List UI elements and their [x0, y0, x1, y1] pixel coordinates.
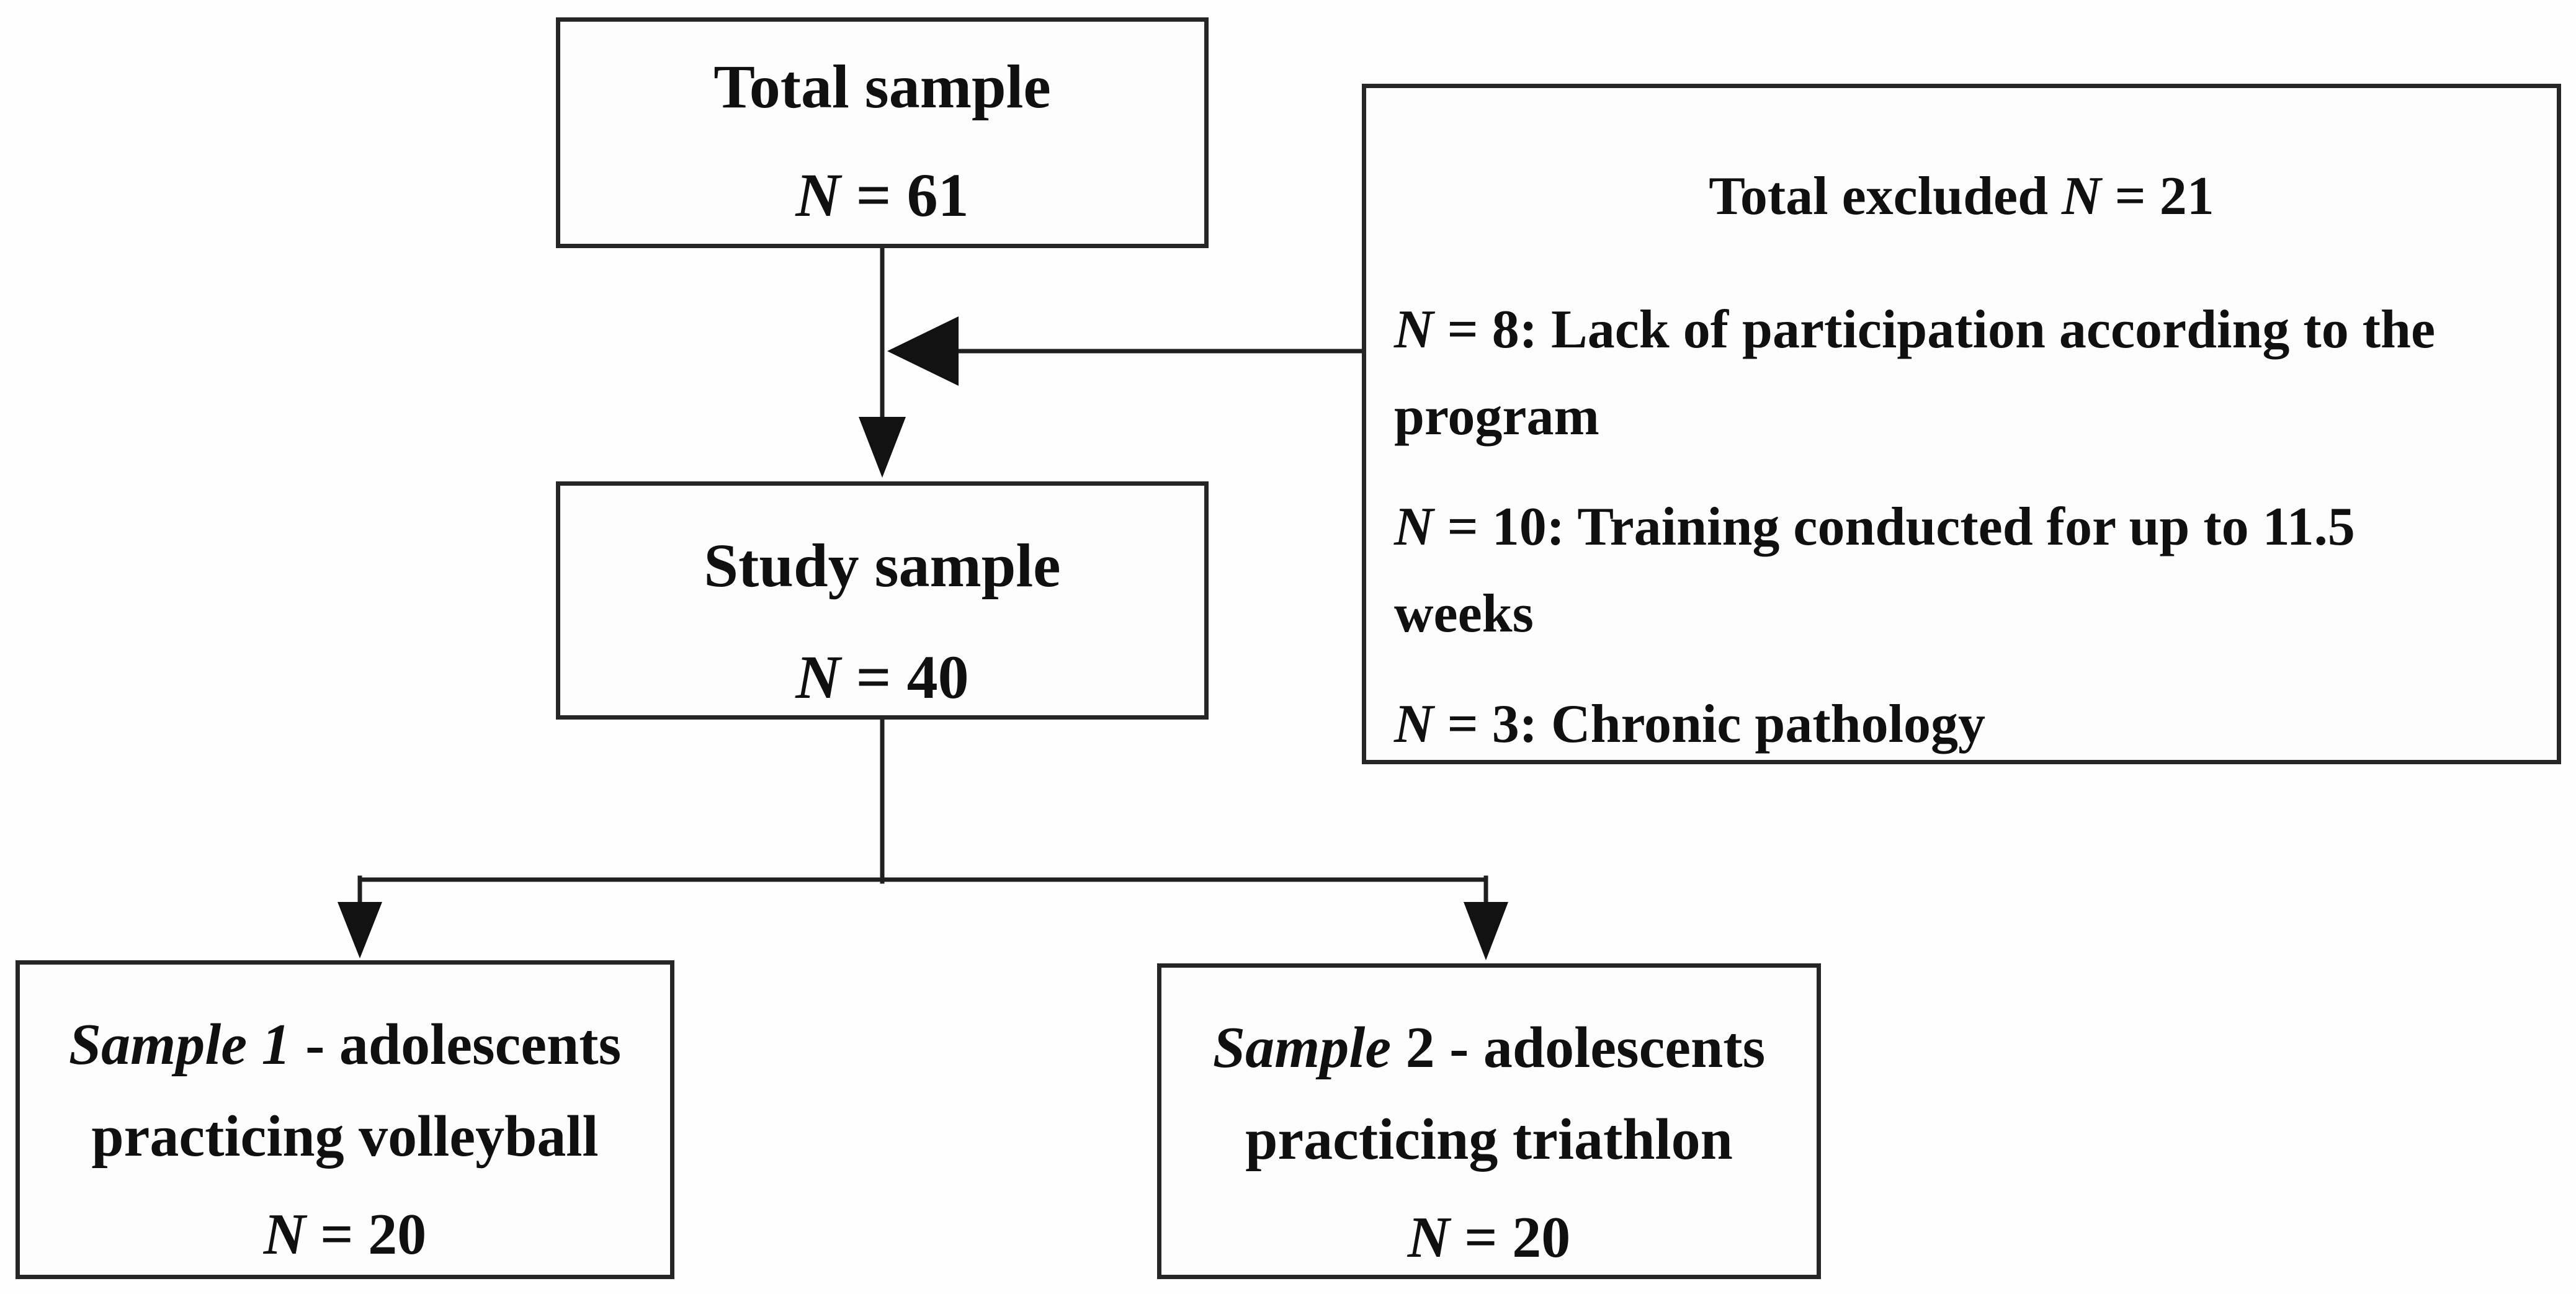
excluded-item-1: N = 8: Lack of participation according t… [1394, 300, 2436, 447]
excluded-box: Total excluded N = 21 N = 8: Lack of par… [1362, 84, 2561, 764]
sample2-line2: practicing triathlon [1245, 1107, 1733, 1172]
excluded-item-3: N = 3: Chronic pathology [1394, 694, 1986, 754]
sample2-n: N = 20 [1407, 1205, 1571, 1270]
sample1-line2: practicing volleyball [91, 1104, 599, 1169]
study-sample-title: Study sample [704, 531, 1061, 600]
arrowhead-down-sample1 [338, 902, 382, 958]
sample1-n: N = 20 [263, 1202, 427, 1267]
arrowhead-down-sample2 [1464, 902, 1508, 960]
total-sample-n: N = 61 [795, 161, 969, 230]
sample1-box: Sample 1 - adolescents practicing volley… [16, 960, 674, 1279]
sample2-box: Sample 2 - adolescents practicing triath… [1157, 963, 1821, 1279]
study-sample-n: N = 40 [795, 643, 969, 712]
arrowhead-left-excluded [887, 316, 959, 386]
sample2-line1: Sample 2 - adolescents [1212, 1015, 1766, 1080]
arrowhead-down-study [859, 417, 906, 478]
excluded-item-2: N = 10: Training conducted for up to 11.… [1394, 497, 2355, 644]
total-sample-title: Total sample [713, 52, 1051, 121]
study-sample-box: Study sample N = 40 [556, 481, 1209, 720]
total-sample-box: Total sample N = 61 [556, 17, 1209, 248]
sample1-line1: Sample 1 - adolescents [68, 1012, 622, 1077]
excluded-title: Total excluded N = 21 [1709, 166, 2214, 226]
